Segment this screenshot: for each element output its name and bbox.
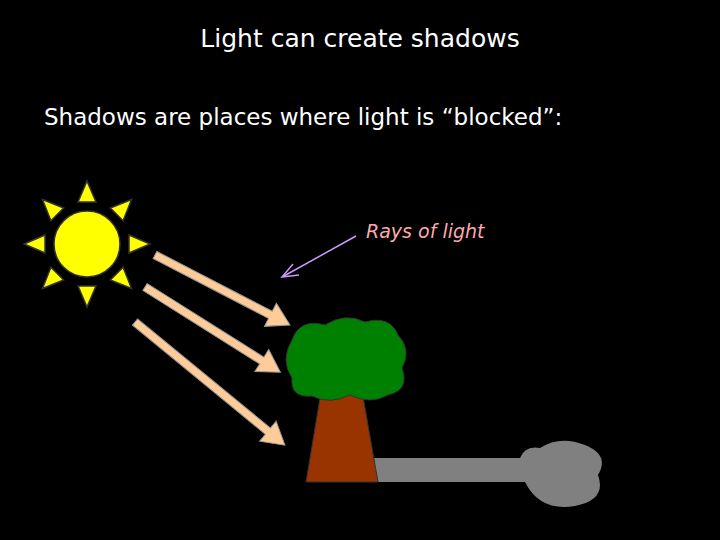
sun-ray [110,193,138,221]
subtitle-text: Shadows are places where light is “block… [44,104,562,130]
ray-label: Rays of light [366,220,485,242]
sun-ray [78,286,96,307]
light-arrow [138,276,287,383]
light-arrow [127,312,293,455]
sun-ray [110,267,138,295]
tree-shadow [360,441,602,507]
leader-stroke [284,236,356,276]
leader-line [282,236,356,277]
tree-canopy [286,318,406,401]
sun-ray [36,267,64,295]
sun-ray [78,181,96,202]
sun-ray [36,193,64,221]
sun-symbol [24,181,150,307]
arrow-shape [127,312,293,455]
arrow-shape [138,276,287,383]
sun-ray [129,235,150,253]
light-arrows [127,243,296,455]
sun-disc [54,211,120,277]
slide-title: Light can create shadows [0,24,720,53]
leader-head [282,264,299,277]
arrow-shape [149,243,296,336]
sun-rays [24,181,150,307]
sun-ray [24,235,45,253]
light-arrow [149,243,296,336]
